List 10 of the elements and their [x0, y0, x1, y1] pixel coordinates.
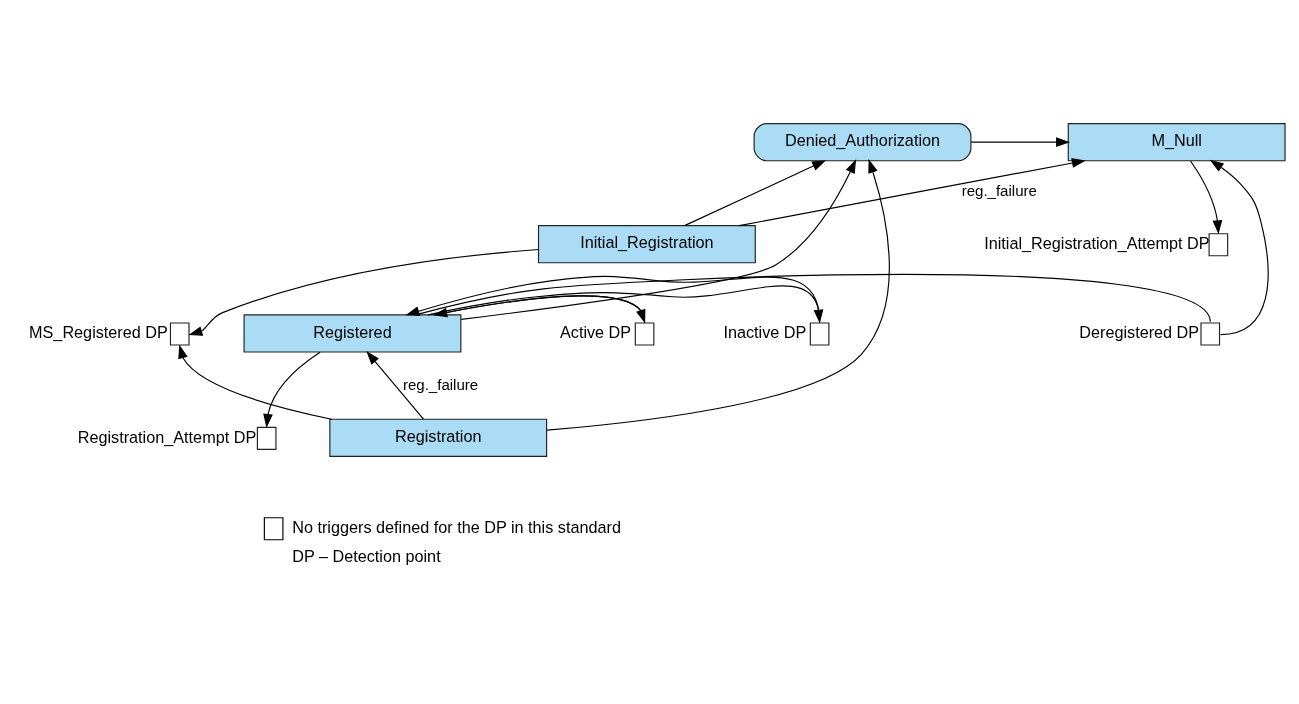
legend-label: No triggers defined for the DP in this standard — [292, 518, 621, 537]
node-label: Deregistered DP — [1079, 323, 1200, 342]
edge-label: reg._failure — [961, 181, 1037, 199]
node-label: Inactive DP — [723, 323, 807, 342]
edge-label: reg._failure — [402, 375, 479, 393]
node-label: Active DP — [559, 323, 632, 342]
node-label: Initial_Registration_Attempt DP — [984, 234, 1210, 253]
node-label: MS_Registered DP — [29, 323, 168, 342]
node-label: Registration_Attempt DP — [77, 427, 257, 446]
label: DP – Detection point — [292, 547, 441, 566]
